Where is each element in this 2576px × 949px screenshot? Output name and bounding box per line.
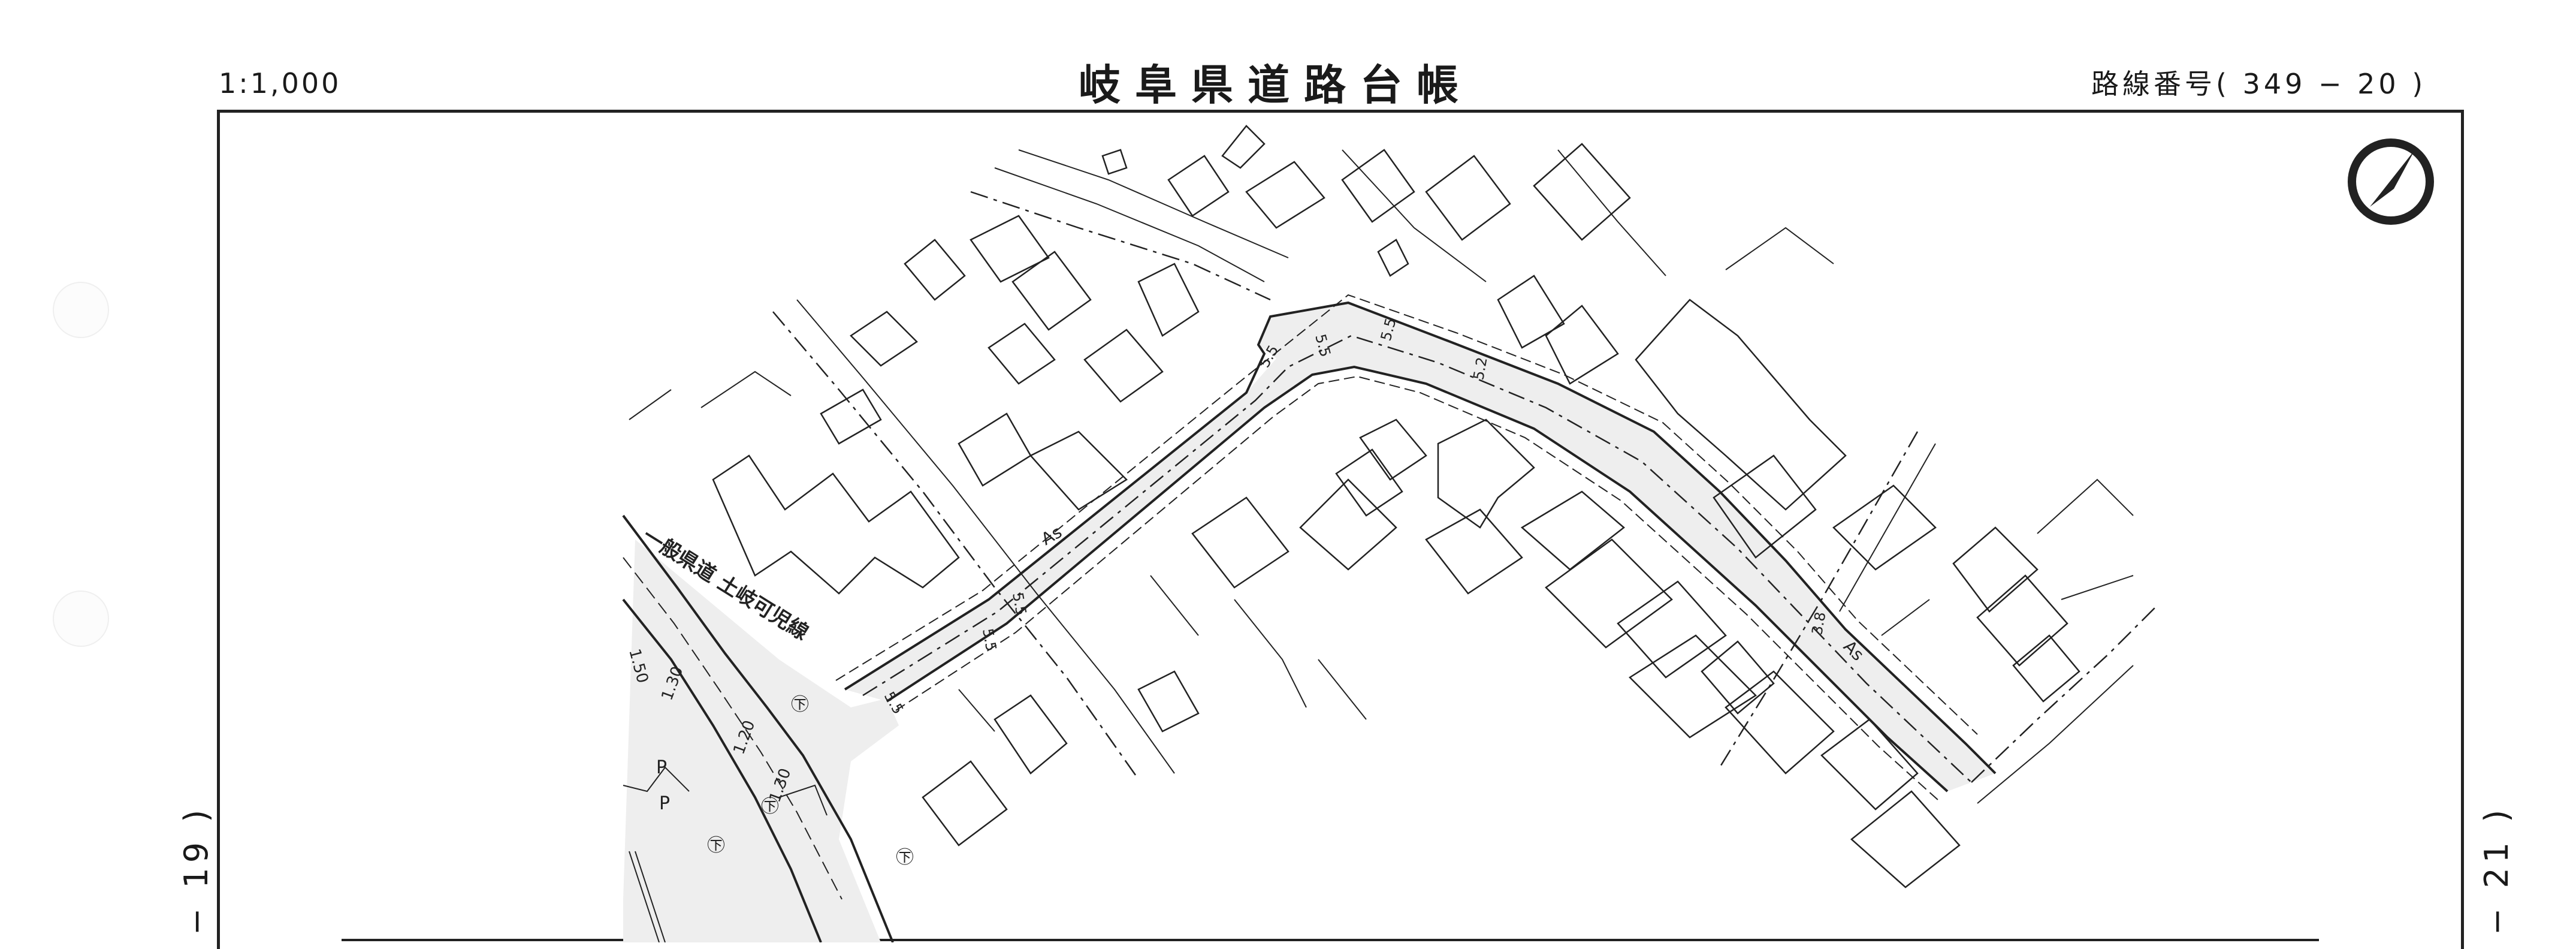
buildings <box>712 125 2080 888</box>
width-label-6: 5.5 <box>1009 591 1029 616</box>
map-frame <box>217 110 2464 949</box>
upper-road-edge-2 <box>994 167 1265 282</box>
pref-road-dash <box>623 557 842 900</box>
map-scale: 1:1,000 <box>219 67 342 100</box>
symbol-label-1: ㊦ <box>791 694 809 715</box>
width-label-4: 5.2 <box>1470 356 1490 381</box>
road-edge-south <box>886 365 1949 793</box>
right-road-end-2 <box>1977 665 2134 804</box>
parking-label-2: P <box>659 793 670 814</box>
junction-surface <box>623 540 899 942</box>
rail-line <box>629 851 666 942</box>
road-centerline-dashed <box>862 335 1972 783</box>
right-road-end <box>1971 605 2158 783</box>
bottom-rule <box>342 939 2319 941</box>
binder-hole-top <box>53 282 109 338</box>
route-number: 路線番号( 349 − 20 ) <box>2091 68 2427 100</box>
road-offset-south <box>895 375 1939 801</box>
width-label-8: 3.8 <box>1808 611 1829 636</box>
road-surface <box>845 303 1995 791</box>
binder-hole-bottom <box>53 591 109 647</box>
symbol-label-4: ㊦ <box>707 835 725 856</box>
parcel-lines <box>623 149 2134 816</box>
road-offset-north <box>835 294 1978 735</box>
upper-road-edge-3 <box>1018 149 1289 258</box>
page-title: 岐阜県道路台帳 <box>1079 61 1473 110</box>
width-label-5: 5.5 <box>979 627 999 652</box>
cross-road-2 <box>796 299 1175 774</box>
pref-road-edge-1 <box>622 514 894 942</box>
parking-label-1: P <box>656 757 667 778</box>
north-arrow-icon <box>2348 138 2434 225</box>
road-edge-north <box>844 301 1997 775</box>
cross-road-3 <box>1719 431 1919 768</box>
cross-road-1 <box>772 311 1140 780</box>
cross-road-4 <box>1839 443 1936 612</box>
symbol-label-3: ㊦ <box>896 847 914 868</box>
pref-road-edge-2 <box>622 598 822 942</box>
symbol-label-2: ㊦ <box>761 796 779 817</box>
upper-road-edge <box>970 191 1271 301</box>
